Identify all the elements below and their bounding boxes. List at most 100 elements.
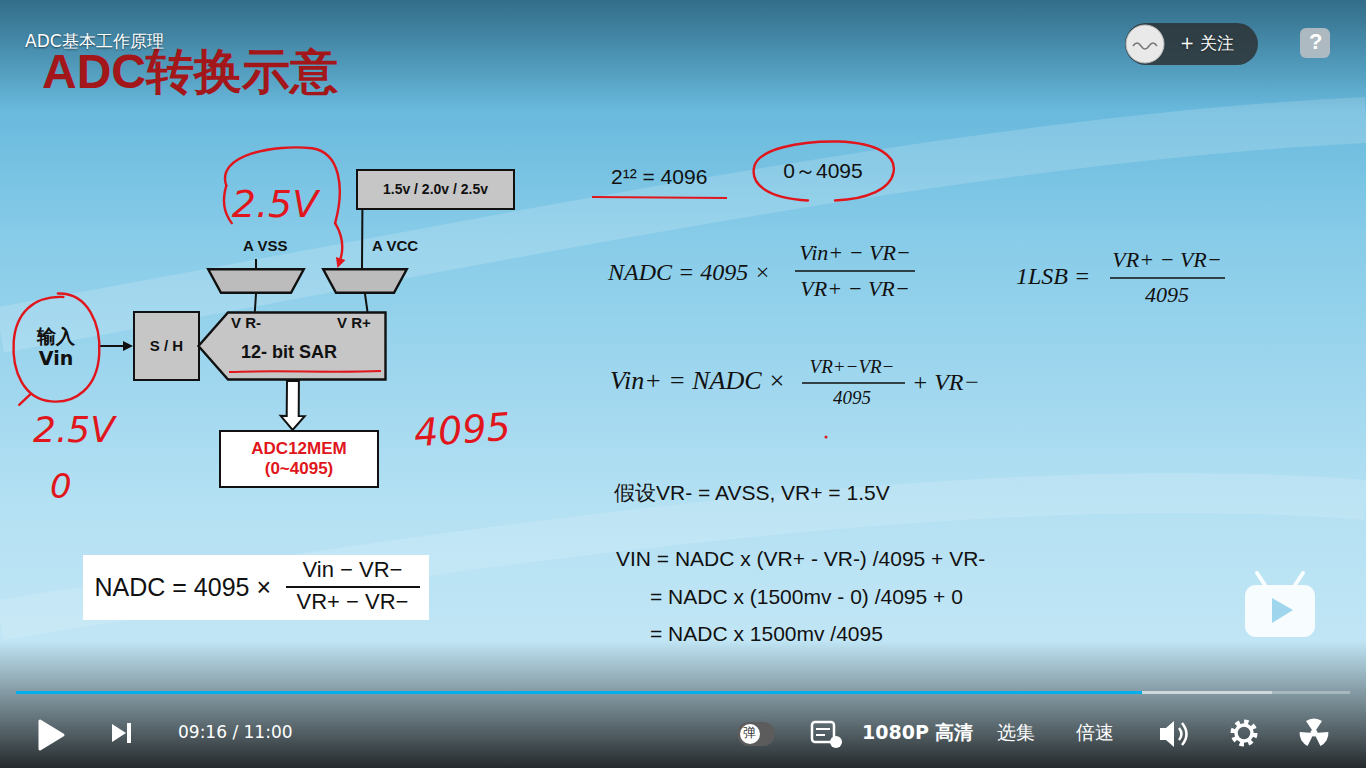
video-time: 09:16 / 11:00 — [178, 722, 293, 742]
settings-gear — [1233, 722, 1255, 744]
shape-outline — [207, 268, 305, 294]
tv-antenna — [1295, 573, 1303, 585]
danmaku-settings-icon — [816, 728, 830, 730]
follow-button-text: + 关注 — [1180, 33, 1234, 53]
sample-hold-box: S / H — [133, 311, 200, 381]
connector — [255, 294, 256, 311]
node-text: VR+ − VR− — [283, 589, 423, 615]
next-icon-bar — [127, 723, 131, 743]
node-text: 输入 Vin — [29, 326, 83, 370]
sar-converter: V R- V R+ 12- bit SAR — [197, 311, 387, 381]
pen-note: 2.5V — [33, 408, 115, 451]
formula-text: = NADC x 1500mv /4095 — [650, 621, 883, 646]
mux-shape — [323, 269, 407, 293]
volume-wave — [1179, 728, 1182, 740]
follow-pill — [1125, 23, 1258, 65]
help-mark: ? — [1309, 29, 1322, 55]
formula-text: = NADC x (1500mv - 0) /4095 + 0 — [650, 584, 963, 609]
formula-text: 2¹² = 4096 — [611, 164, 707, 189]
fraction-denominator: 4095 — [797, 387, 907, 410]
progress-track — [16, 691, 1350, 694]
fullscreen-icon — [1306, 718, 1322, 733]
volume-icon — [1160, 721, 1174, 747]
mux-trapezoid: A VCC — [322, 268, 408, 294]
video-control-shade — [0, 640, 1366, 768]
formula-text: Vin+ = NADC × — [610, 365, 786, 396]
arrow-head — [336, 257, 346, 268]
pen-note: 0 — [50, 466, 72, 507]
tv-play-button — [1245, 585, 1315, 637]
fraction-denominator: VR+ − VR− — [790, 276, 920, 302]
uploader-avatar — [1126, 25, 1164, 63]
danmaku-toggle-knob — [740, 724, 760, 744]
progress-played — [16, 691, 1142, 694]
next-icon — [112, 724, 126, 742]
connector — [362, 210, 363, 268]
node-text: 2.5V — [210, 182, 340, 228]
node-text: A VCC — [372, 237, 418, 255]
danmaku-settings-icon — [812, 722, 834, 742]
pen-circled-note: 2.5V — [210, 142, 346, 246]
formula-text: + VR− — [912, 368, 980, 397]
pen-dot — [825, 436, 828, 439]
speed-button: 倍速 — [1076, 721, 1114, 744]
node-text: Vin − VR− — [283, 557, 423, 583]
formula-text: 1LSB = — [1016, 262, 1090, 291]
danmaku-toggle-text: 弹 — [743, 725, 756, 741]
connector-line — [361, 210, 363, 268]
fraction-numerator: VR+ − VR− — [1102, 247, 1232, 273]
mux-trapezoid: A VSS — [207, 268, 305, 294]
formula-text: VIN = NADC x (VR+ - VR-) /4095 + VR- — [616, 546, 985, 571]
tv-antenna — [1257, 573, 1265, 585]
fraction-numerator: Vin+ − VR− — [790, 240, 920, 266]
connector — [99, 341, 133, 351]
pen-circle — [754, 142, 894, 201]
volume-wave — [1182, 723, 1187, 745]
assumption-text: 假设VR- = AVSS, VR+ = 1.5V — [614, 480, 890, 505]
episodes-button: 选集 — [997, 721, 1035, 744]
slide-title: ADC转换示意 — [42, 48, 338, 96]
fraction-bar — [795, 270, 915, 272]
connector — [281, 381, 305, 430]
danmaku-toggle — [737, 722, 775, 746]
danmaku-settings-icon — [830, 736, 842, 748]
pen-circle — [13, 293, 99, 401]
node-text: 1.5v / 2.0v / 2.5v — [383, 181, 488, 198]
pen-note: 4095 — [413, 405, 513, 457]
pen-circle — [224, 186, 232, 223]
connector — [335, 223, 345, 268]
reference-voltage-box: 1.5v / 2.0v / 2.5v — [356, 169, 515, 210]
pen-circled-range: 0～4095 — [748, 139, 898, 203]
node-text: V R- — [231, 314, 261, 332]
pen-circled-input: 输入 Vin — [10, 290, 102, 406]
help-icon — [1300, 28, 1330, 58]
arrow-head — [123, 341, 133, 351]
play-icon — [40, 721, 63, 749]
node-text: NADC = 4095 × — [95, 572, 272, 602]
memory-register-box: ADC12MEM (0~4095) — [219, 430, 379, 488]
formula-text: NADC = 4095 × — [608, 258, 770, 287]
formula-box: NADC = 4095 × Vin − VR− VR+ − VR− — [83, 555, 429, 620]
node-text: A VSS — [243, 237, 287, 255]
node-text: V R+ — [337, 314, 371, 332]
video-title: ADC基本工作原理 — [25, 31, 164, 51]
shape-outline — [322, 268, 408, 294]
video-top-shade — [0, 0, 1366, 110]
mux-shape — [208, 269, 304, 293]
connector-line — [365, 294, 367, 311]
fullscreen-icon — [1297, 726, 1318, 747]
supply-wire — [255, 259, 257, 268]
fraction-bar — [1110, 277, 1225, 279]
fraction-bar — [802, 382, 905, 384]
settings-gear — [1236, 725, 1252, 741]
quality-button: 1080P 高清 — [862, 721, 973, 744]
hollow-arrow — [281, 381, 305, 430]
node-text: S / H — [150, 337, 183, 355]
pen-circle — [19, 394, 30, 404]
fraction-numerator: VR+−VR− — [797, 356, 907, 379]
background-swoosh — [0, 120, 1366, 330]
node-text: ADC12MEM (0~4095) — [239, 439, 359, 480]
pen-underline — [592, 197, 727, 198]
node-text: 12- bit SAR — [197, 342, 381, 364]
